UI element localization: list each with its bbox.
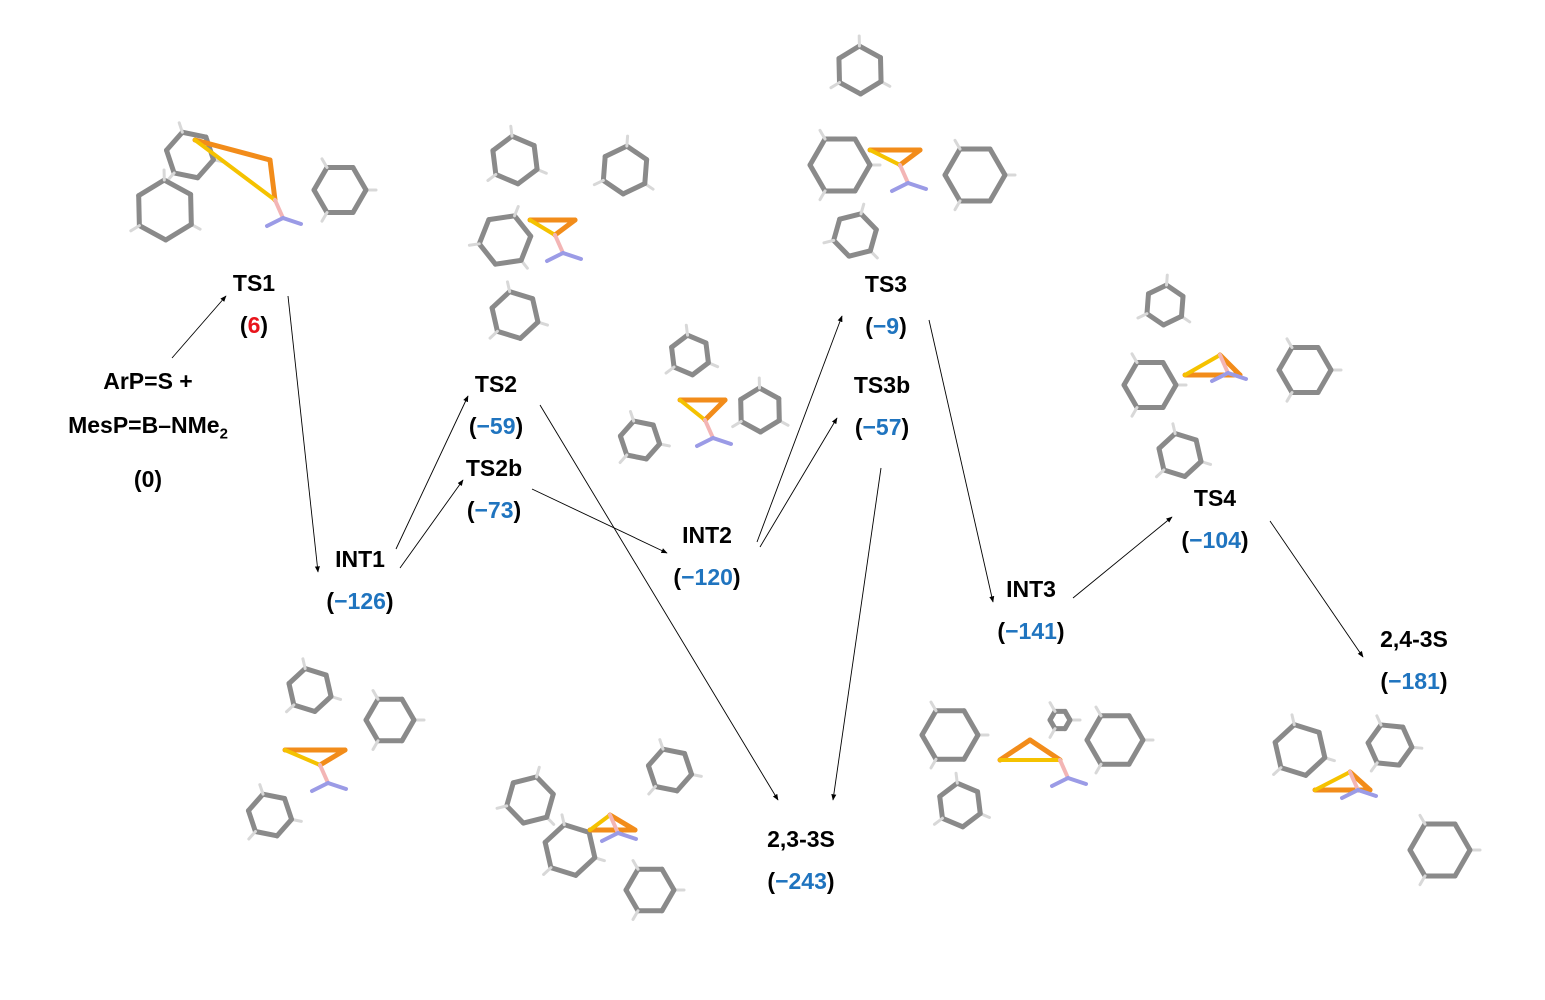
node-label: TS4 [1193, 485, 1237, 511]
reactants-label: ArP=S + MesP=B–NMe2 (0) [68, 359, 228, 501]
node-label: INT1 [335, 546, 385, 572]
node-label: TS3 [864, 271, 908, 297]
node-energy: (−73) [466, 497, 522, 523]
reactants-line1: ArP=S + [103, 368, 193, 394]
node-ts4: TS4 (−104) [1181, 477, 1248, 561]
node-label: 2,4-3S [1380, 626, 1448, 652]
node-label: TS2 [474, 371, 518, 397]
reactants-energy: (0) [133, 465, 163, 492]
arrow-ts3-to-int3 [928, 319, 995, 603]
arrow-int3-to-ts4 [1072, 516, 1173, 599]
node-label: TS1 [232, 270, 276, 296]
structure-ts1 [129, 121, 378, 243]
node-ts2b: TS2b (−73) [466, 447, 522, 531]
structure-ts2 [467, 124, 655, 341]
arrow-int2-to-ts3b [759, 417, 838, 548]
node-label: TS2b [465, 455, 523, 481]
arrow-ts2-to-p23 [539, 404, 779, 801]
node-int3: INT3 (−141) [997, 568, 1064, 652]
node-label: INT3 [1006, 576, 1056, 602]
node-energy: (6) [239, 312, 269, 338]
node-energy: (−126) [326, 588, 394, 614]
node-label: TS3b [853, 372, 911, 398]
molecular-structures [129, 34, 1482, 921]
reactants-line2: MesP=B–NMe2 [68, 412, 228, 443]
arrow-ts2b-to-int2 [531, 488, 668, 554]
node-ts1: TS1 (6) [233, 262, 275, 346]
node-ts2: TS2 (−59) [469, 363, 523, 447]
node-energy: (−57) [854, 414, 910, 440]
node-energy: (−141) [997, 618, 1065, 644]
node-product-2-3-3s: 2,3-3S (−243) [767, 818, 835, 902]
node-energy: (−243) [767, 868, 835, 894]
structure-int2 [617, 323, 790, 464]
arrow-int2-to-ts3 [756, 315, 843, 543]
structure-ts4 [1121, 273, 1343, 479]
node-label: INT2 [682, 522, 732, 548]
node-energy: (−120) [673, 564, 741, 590]
node-product-2-4-3s: 2,4-3S (−181) [1380, 618, 1448, 702]
arrow-r-to-ts1 [171, 295, 227, 359]
structure-p24 [1272, 713, 1482, 887]
arrow-int1-to-ts2 [395, 395, 469, 550]
arrow-int1-to-ts2b [399, 479, 464, 569]
node-int1: INT1 (−126) [326, 538, 393, 622]
node-ts3: TS3 (−9) [865, 263, 907, 347]
structure-int3 [919, 700, 1155, 830]
node-int2: INT2 (−120) [673, 514, 740, 598]
node-energy: (−181) [1380, 668, 1448, 694]
node-energy: (−59) [468, 413, 524, 439]
arrow-ts4-to-p24 [1269, 520, 1364, 658]
reaction-arrows [171, 295, 1364, 801]
node-energy: (−9) [865, 313, 907, 339]
node-ts3b: TS3b (−57) [854, 364, 910, 448]
structure-int1 [245, 657, 426, 841]
node-energy: (−104) [1181, 527, 1249, 553]
structure-p23 [495, 738, 703, 921]
arrow-ts3b-to-p23 [831, 467, 882, 801]
structure-ts3 [807, 34, 1017, 260]
node-label: 2,3-3S [767, 826, 835, 852]
arrow-ts1-to-int1 [287, 295, 320, 573]
